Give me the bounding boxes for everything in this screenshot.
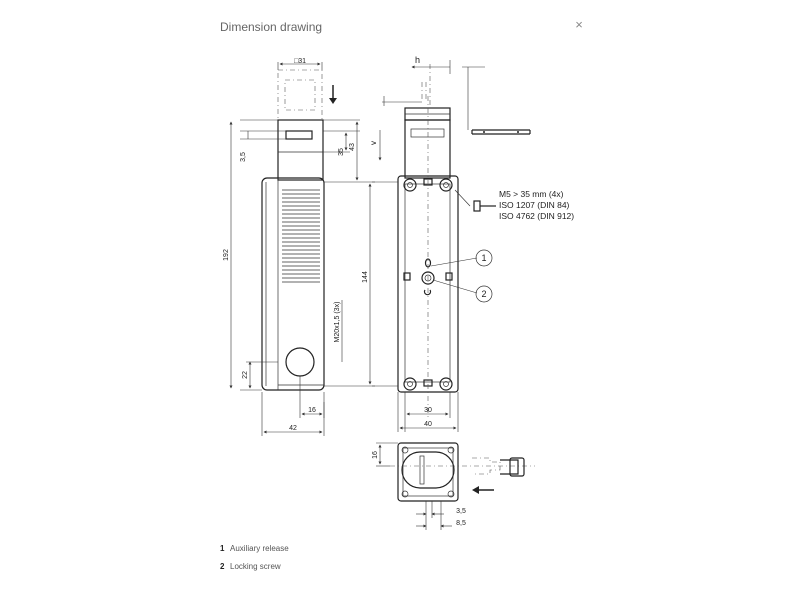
screw-note-line-2: ISO 1207 (DIN 84) [499, 200, 570, 210]
cable-entry [285, 347, 315, 377]
dim-thread: M20x1,5 (3x) [334, 302, 341, 343]
legend-item-2: 2 Locking screw [220, 562, 281, 571]
close-icon[interactable]: × [575, 17, 583, 32]
dim-192: 192 [223, 249, 230, 261]
dim-144: 144 [362, 271, 369, 283]
dim-43: 43 [349, 143, 356, 151]
screw-holes [403, 178, 453, 391]
dim-3-5-bottom: 3,5 [456, 508, 466, 515]
dim-30: 30 [424, 407, 432, 414]
ribbed-texture [282, 189, 320, 283]
legend-label-1: Auxiliary release [230, 544, 289, 553]
callout-2: 2 [481, 289, 486, 299]
v-label: v [369, 141, 378, 145]
technical-drawing: □31 192 3,5 22 35 43 144 M20x1,5 (3x) 16… [223, 55, 574, 530]
h-label: h [415, 55, 420, 65]
side-view: □31 192 3,5 22 35 43 144 M20x1,5 (3x) 16… [223, 58, 375, 436]
legend-num-1: 1 [220, 544, 225, 553]
dim-35: 35 [338, 148, 345, 156]
dim-31: □31 [294, 58, 306, 65]
dim-40: 40 [424, 421, 432, 428]
actuator-edge-view [462, 66, 531, 135]
dim-8-5: 8,5 [456, 520, 466, 527]
screw-note: M5 > 35 mm (4x) ISO 1207 (DIN 84) ISO 47… [454, 189, 574, 221]
legend-item-1: 1 Auxiliary release [220, 544, 289, 553]
screw-note-line-1: M5 > 35 mm (4x) [499, 189, 564, 199]
dimension-drawing-dialog: Dimension drawing × [200, 0, 600, 600]
dim-16-bottom: 16 [372, 451, 379, 459]
dim-16-side: 16 [308, 407, 316, 414]
callouts: 1 2 [430, 249, 493, 303]
dim-3-5-head: 3,5 [240, 152, 247, 162]
dim-22: 22 [242, 371, 249, 379]
callout-1: 1 [481, 253, 486, 263]
legend-label-2: Locking screw [230, 562, 281, 571]
dialog-title: Dimension drawing [220, 20, 323, 34]
legend-num-2: 2 [220, 562, 225, 571]
bottom-view: 16 3,5 8,5 [372, 442, 535, 530]
screw-note-line-3: ISO 4762 (DIN 912) [499, 211, 574, 221]
front-view: h v 30 40 [369, 55, 459, 432]
dim-42: 42 [289, 425, 297, 432]
